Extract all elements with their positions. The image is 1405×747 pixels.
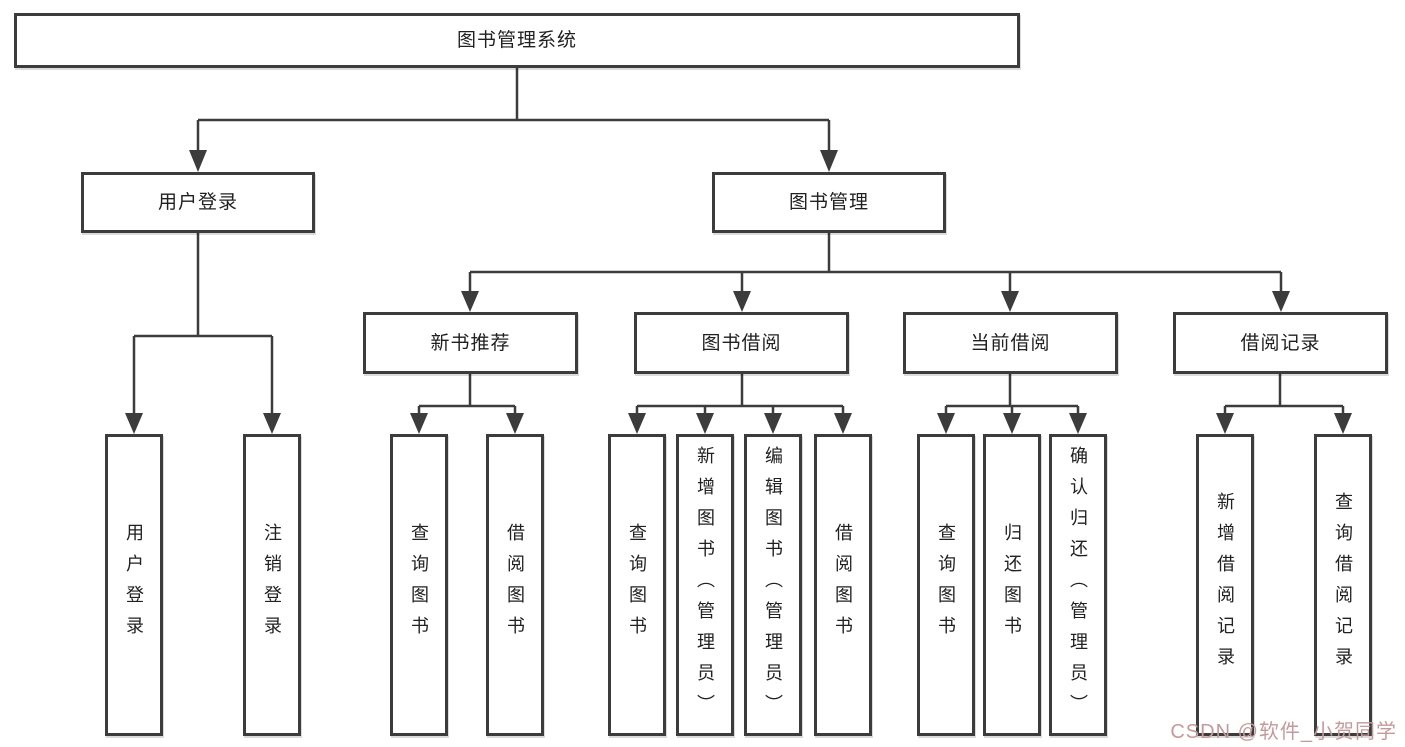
leaf-cb-return-book: 归还图书 (983, 434, 1041, 736)
node-current-borrow-label: 当前借阅 (970, 332, 1051, 354)
leaf-cb-confirm-return-admin: 确认归还（管理员） (1049, 434, 1107, 736)
leaf-cb-query-book-label: 查询图书 (936, 523, 956, 647)
leaf-br-query-record-label: 查询借阅记录 (1333, 492, 1353, 678)
leaf-bb-add-book-admin-label: 新增图书（管理员） (695, 445, 715, 725)
node-current-borrow: 当前借阅 (903, 312, 1118, 374)
node-book-management: 图书管理 (712, 172, 946, 233)
leaf-logout-label: 注销登录 (262, 523, 282, 647)
node-new-book-recommend: 新书推荐 (363, 312, 578, 374)
leaf-cb-return-book-label: 归还图书 (1002, 523, 1022, 647)
leaf-nbr-query-book-label: 查询图书 (409, 523, 429, 647)
node-root: 图书管理系统 (14, 13, 1020, 68)
node-book-borrow: 图书借阅 (634, 312, 849, 374)
leaf-bb-borrow-book-label: 借阅图书 (833, 523, 853, 647)
node-root-label: 图书管理系统 (456, 30, 577, 51)
leaf-nbr-query-book: 查询图书 (390, 434, 448, 736)
node-book-borrow-label: 图书借阅 (701, 332, 782, 354)
leaf-bb-query-book-label: 查询图书 (627, 523, 647, 647)
leaf-cb-query-book: 查询图书 (917, 434, 975, 736)
leaf-user-login-label: 用户登录 (124, 523, 144, 647)
leaf-bb-borrow-book: 借阅图书 (814, 434, 872, 736)
node-user-login: 用户登录 (81, 172, 315, 233)
node-user-login-label: 用户登录 (157, 192, 238, 213)
leaf-nbr-borrow-book: 借阅图书 (486, 434, 544, 736)
leaf-br-add-record: 新增借阅记录 (1196, 434, 1254, 736)
leaf-user-login: 用户登录 (105, 434, 163, 736)
node-borrow-records: 借阅记录 (1173, 312, 1388, 374)
leaf-br-query-record: 查询借阅记录 (1314, 434, 1372, 736)
leaf-cb-confirm-return-admin-label: 确认归还（管理员） (1068, 445, 1088, 725)
csdn-watermark: CSDN @软件_小贺同学 (1170, 721, 1397, 743)
node-new-book-recommend-label: 新书推荐 (430, 332, 511, 354)
node-book-management-label: 图书管理 (788, 192, 869, 213)
leaf-bb-query-book: 查询图书 (608, 434, 666, 736)
leaf-br-add-record-label: 新增借阅记录 (1215, 492, 1235, 678)
leaf-bb-add-book-admin: 新增图书（管理员） (676, 434, 734, 736)
leaf-nbr-borrow-book-label: 借阅图书 (505, 523, 525, 647)
arrowheads (125, 150, 1352, 434)
leaf-bb-edit-book-admin-label: 编辑图书（管理员） (763, 445, 783, 725)
node-borrow-records-label: 借阅记录 (1240, 332, 1321, 354)
leaf-logout: 注销登录 (243, 434, 301, 736)
leaf-bb-edit-book-admin: 编辑图书（管理员） (744, 434, 802, 736)
